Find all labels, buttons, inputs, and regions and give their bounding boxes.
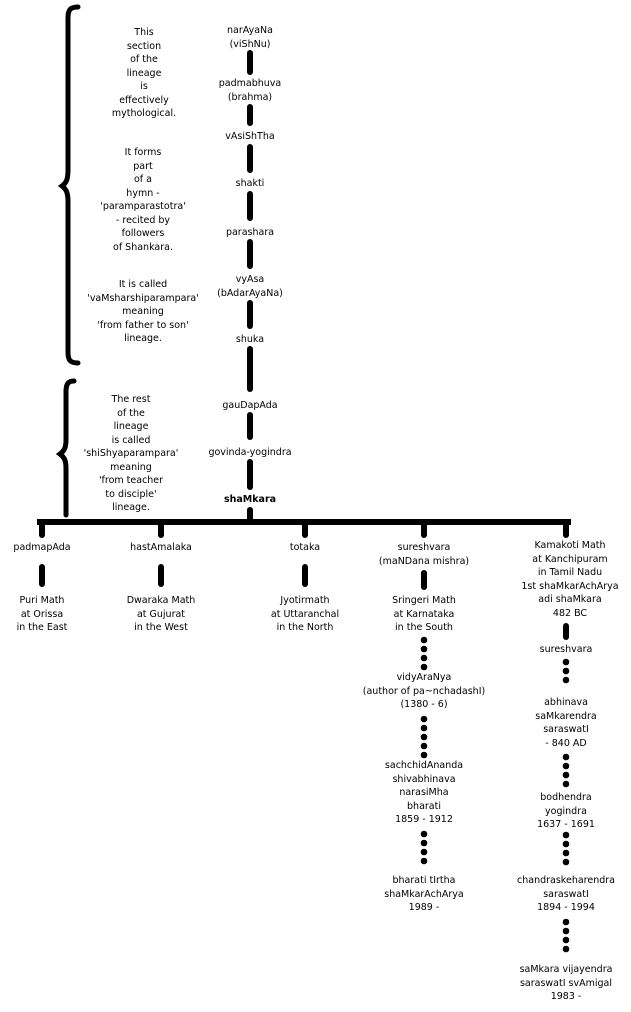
node-parashara: parashara: [225, 227, 275, 238]
node-govinda: govinda-yogindra: [208, 447, 292, 458]
math-sringeri: Sringeri Math at Karnataka in the South: [392, 595, 456, 633]
math-kamakoti: Kamakoti Math at Kanchipuram in Tamil Na…: [521, 540, 619, 619]
node-vyasa: vyAsa (bAdarAyaNa): [217, 274, 283, 299]
branch-padmapada: padmapAda: [13, 542, 71, 553]
node-bodhendra: bodhendra yogindra 1637 - 1691: [537, 792, 595, 830]
hymn-note: It forms part of a hymn - 'paramparastot…: [100, 147, 186, 253]
node-abhinava: abhinava saMkarendra saraswatI - 840 AD: [535, 697, 597, 749]
shishya-note: The rest of the lineage is called 'shiSh…: [83, 394, 179, 513]
node-vijayendra: saMkara vijayendra saraswatI svAmigal 19…: [519, 964, 613, 1002]
node-gaudapada: gauDapAda: [222, 400, 278, 411]
math-dwaraka: Dwaraka Math at Gujurat in the West: [126, 595, 196, 633]
node-shakti: shakti: [235, 178, 265, 189]
node-vasishtha: vAsiShTha: [225, 131, 275, 142]
node-bharati-tirtha: bharati tIrtha shaMkarAchArya 1989 -: [384, 875, 464, 913]
mythological-note: This section of the lineage is effective…: [111, 27, 177, 119]
node-padmabhuva: padmabhuva (brahma): [218, 78, 282, 103]
node-sachchidananda: sachchidAnanda shivabhinava narasiMha bh…: [384, 760, 464, 825]
node-shankara: shaMkara: [223, 494, 277, 505]
shishya-brace: [55, 378, 77, 518]
vamsha-note: It is called 'vaMsharshiparampara' meani…: [87, 279, 199, 344]
mythological-brace: [57, 4, 81, 366]
node-chandrasekharendra: chandraskeharendra saraswatI 1894 - 1994: [517, 875, 615, 913]
node-vidyaranya: vidyAraNya (author of pa~nchadashI) (138…: [362, 672, 486, 710]
node-shuka: shuka: [235, 334, 265, 345]
math-jyotirmath: Jyotirmath at Uttaranchal in the North: [270, 595, 340, 633]
branch-hastamalaka: hastAmalaka: [130, 542, 192, 553]
node-narayana: narAyaNa (viShNu): [227, 25, 273, 50]
math-puri: Puri Math at Orissa in the East: [16, 595, 68, 633]
branch-sureshvara: sureshvara (maNDana mishra): [378, 542, 470, 567]
branch-totaka: totaka: [289, 542, 321, 553]
node-k-sureshvara: sureshvara: [539, 644, 593, 655]
